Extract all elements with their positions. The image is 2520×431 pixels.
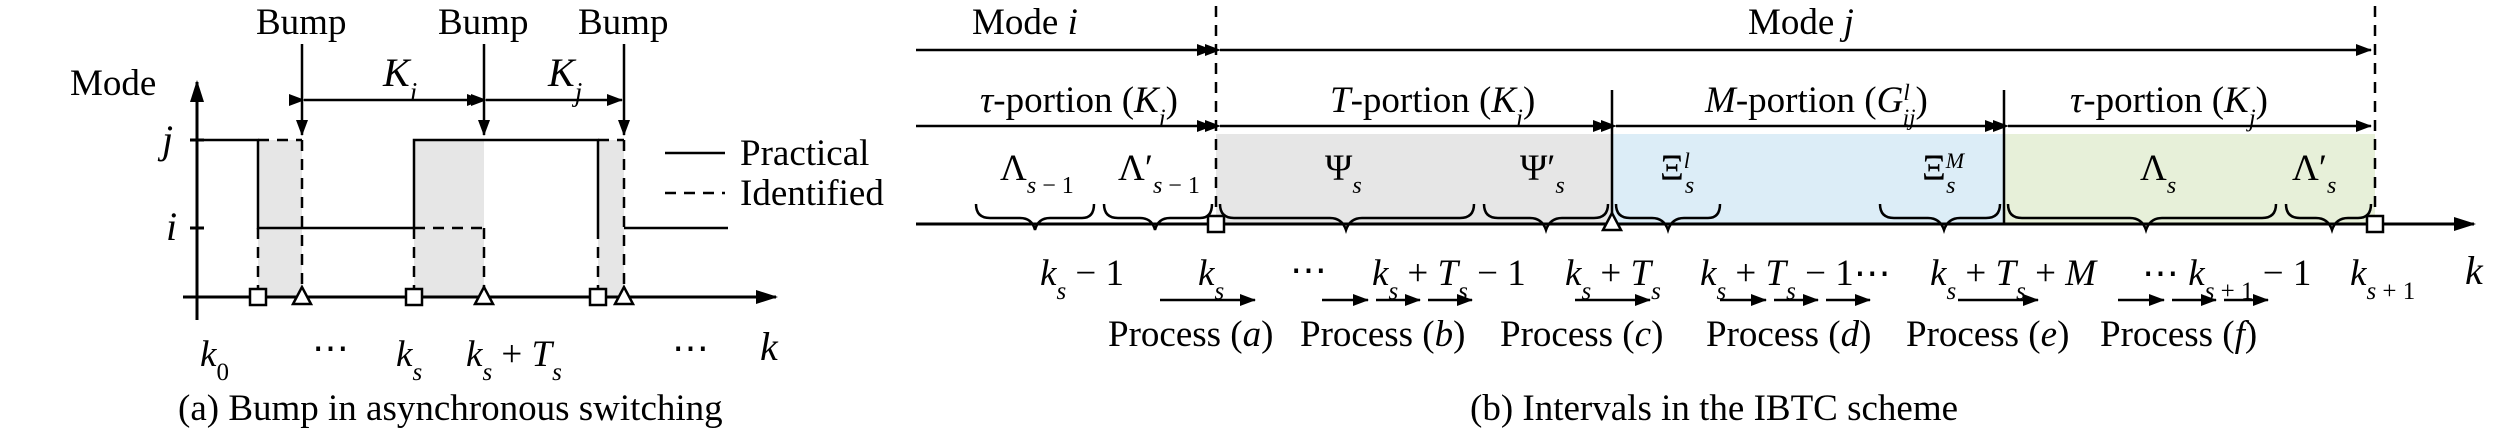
- process-label-e: Process (e): [1906, 314, 2069, 355]
- axis-label-dots-1: ⋯: [1290, 250, 1327, 291]
- process-label-d: Process (d): [1706, 314, 1871, 355]
- symbol-lambda-prime-s-1: Λ′s − 1: [1118, 148, 1200, 199]
- bump-shade-3: [598, 140, 624, 297]
- ks-ts-triangle: [1600, 210, 1624, 232]
- brace-lambda-s-1: [974, 203, 1096, 231]
- t-portion-label: T-portion (Ki): [1330, 80, 1535, 132]
- switch-square-1: [248, 287, 268, 307]
- identified-triangle-2: [472, 284, 496, 306]
- axis-label-ks1: ks + 1: [2350, 253, 2415, 305]
- x-label-dots-2: ⋯: [672, 328, 709, 369]
- x-label-k0: k0: [200, 334, 229, 386]
- brace-lambda-s: [2006, 203, 2278, 234]
- identified-triangle-1: [290, 284, 314, 306]
- ks1-square: [2365, 214, 2385, 234]
- process-label-a: Process (a): [1108, 314, 1273, 355]
- process-label-f: Process (f): [2100, 314, 2257, 355]
- symbol-lambda-s-1: Λs − 1: [1000, 148, 1074, 199]
- m-portion-bg: [1612, 134, 2004, 224]
- brace-xi-m-s: [1878, 203, 2002, 234]
- legend-practical-label: Practical: [740, 133, 869, 174]
- brace-lambda-prime-s: [2284, 203, 2373, 234]
- axis-label-ks-ts-m: ks + Ts + M: [1930, 253, 2098, 305]
- brace-lambda-prime-s-1: [1102, 203, 1214, 231]
- panel-a-x-axis-label: k: [760, 324, 779, 369]
- bump-shade-2: [414, 140, 484, 297]
- switch-square-2: [404, 287, 424, 307]
- mode-i-label: Mode i: [972, 2, 1078, 43]
- y-tick-i: i: [166, 204, 177, 249]
- axis-label-ks-minus-1: ks − 1: [1040, 253, 1124, 305]
- tau-portion-j-bg: [2004, 134, 2375, 224]
- process-label-c: Process (c): [1500, 314, 1663, 355]
- kj-interval-label: Kj: [547, 50, 582, 107]
- bump-shade-1: [258, 140, 302, 297]
- panel-b-caption: (b) Intervals in the IBTC scheme: [1470, 388, 1958, 429]
- panel-a: Mode k j i Bump Bump Bump: [70, 2, 884, 429]
- tau-portion-i-label: τ-portion (Ki): [980, 80, 1178, 132]
- legend-identified-label: Identified: [740, 173, 884, 214]
- ki-interval-label: Ki: [382, 50, 417, 107]
- panel-b-x-axis-label: k: [2465, 248, 2484, 293]
- axis-label-ks-ts-minus-1: ks + Ts − 1: [1372, 253, 1526, 305]
- ks-square: [1206, 214, 1226, 234]
- axis-label-ks-ts: ks + Ts: [1565, 253, 1661, 305]
- bump-label-3: Bump: [578, 2, 668, 43]
- process-label-b: Process (b): [1300, 314, 1465, 355]
- y-tick-j: j: [157, 117, 173, 162]
- t-portion-bg: [1216, 134, 1612, 224]
- axis-label-dots-ks1-minus-1: ⋯ ks + 1 − 1: [2142, 253, 2311, 305]
- brace-psi-s: [1218, 203, 1476, 234]
- switch-square-3: [588, 287, 608, 307]
- x-label-ks: ks: [396, 334, 422, 386]
- tau-portion-j-label: τ-portion (Kj): [2070, 80, 2268, 132]
- panel-a-y-axis-label: Mode: [70, 63, 156, 104]
- identified-triangle-3: [612, 284, 636, 306]
- practical-signal: [197, 138, 600, 230]
- bump-label-2: Bump: [438, 2, 528, 43]
- panel-b: Mode i Mode j τ-portion (Ki) T-portion (…: [916, 2, 2484, 429]
- x-label-dots-1: ⋯: [312, 328, 349, 369]
- axis-label-ks: ks: [1198, 253, 1224, 305]
- panel-a-caption: (a) Bump in asynchronous switching: [178, 388, 723, 429]
- bump-label-1: Bump: [256, 2, 346, 43]
- x-label-ks-ts: ks + Ts: [466, 334, 562, 386]
- brace-psi-prime-s: [1482, 203, 1610, 234]
- brace-xi-l-s: [1614, 203, 1722, 234]
- axis-label-ks-ts-minus-1-dots: ks + Ts − 1⋯: [1700, 253, 1891, 305]
- mode-j-label: Mode j: [1748, 2, 1854, 43]
